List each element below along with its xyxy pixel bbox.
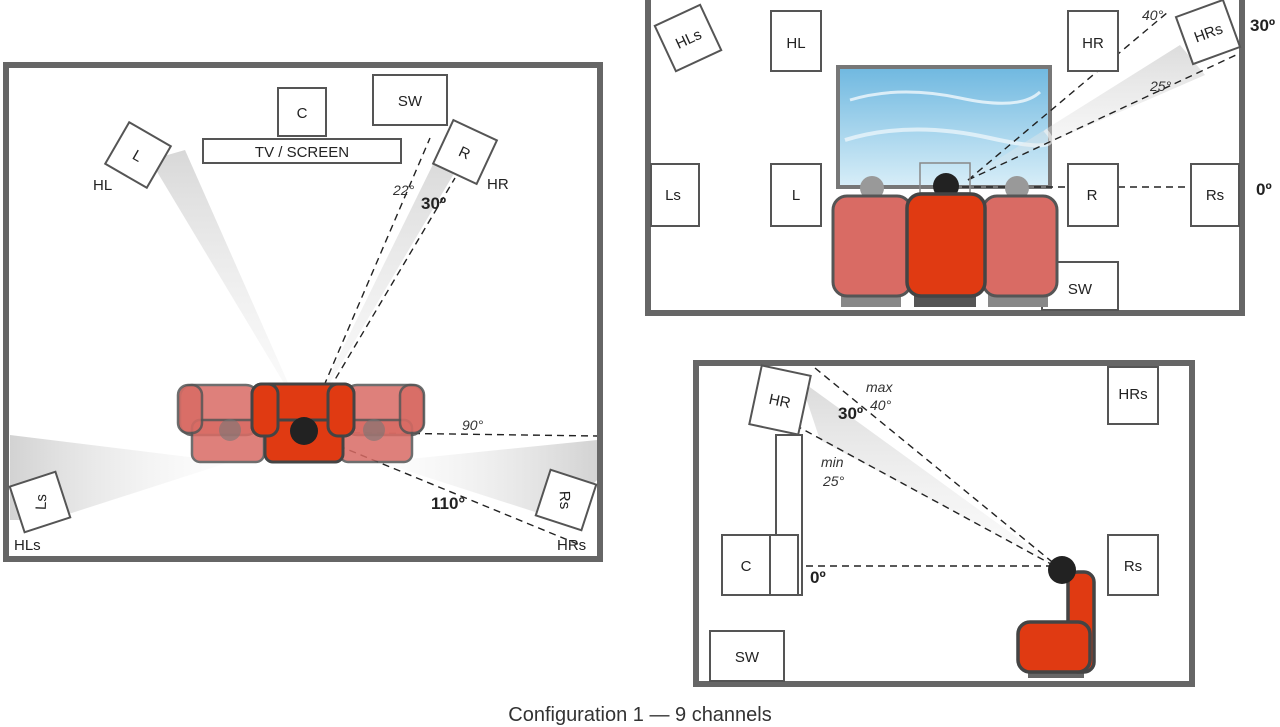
front-speaker-hrs: HRs xyxy=(1174,0,1242,66)
side-angle-min: min xyxy=(821,454,844,470)
side-view: HR HRs C Rs SW 30º max 40° min 25° 0º xyxy=(693,360,1195,687)
front-speaker-r-label: R xyxy=(1087,187,1098,204)
tv-screen-label: TV / SCREEN xyxy=(255,144,349,161)
beam-hl xyxy=(150,150,300,410)
front-speaker-hr xyxy=(1067,10,1119,72)
side-angle-max: max xyxy=(866,379,893,395)
front-speaker-hl xyxy=(770,10,822,72)
front-view: HLs HL HR HRs Ls L R Rs SW xyxy=(645,0,1275,316)
speaker-rs: Rs xyxy=(534,468,598,532)
speaker-sw-label: SW xyxy=(398,93,423,110)
speaker-sw xyxy=(372,74,448,126)
front-angle-0: 0º xyxy=(1256,180,1272,199)
front-line-40 xyxy=(967,11,1169,181)
front-speaker-r xyxy=(1067,163,1119,227)
listener-head-top xyxy=(290,417,318,445)
side-speaker-rs xyxy=(1107,534,1159,596)
angle-22-label: 22° xyxy=(392,182,415,198)
front-speaker-rs xyxy=(1190,163,1240,227)
front-seats xyxy=(831,173,1059,307)
line-22deg xyxy=(304,137,431,431)
sofa-top-view xyxy=(176,382,426,464)
diagram-caption: Configuration 1 — 9 channels xyxy=(508,704,772,726)
side-line-min xyxy=(794,424,1063,571)
angle-110-label: 110° xyxy=(431,494,465,513)
beam-hr xyxy=(305,150,462,425)
speaker-c-label: C xyxy=(297,105,308,122)
front-line-30 xyxy=(967,54,1237,181)
front-speaker-sw-label: SW xyxy=(1068,281,1093,298)
speaker-hr-label: HR xyxy=(487,176,509,193)
top-view: SW C TV / SCREEN L HL R HR Ls HLs Rs HRs xyxy=(3,62,603,562)
speaker-hls-label: HLs xyxy=(14,537,41,554)
speaker-r: R xyxy=(431,118,499,186)
front-speaker-hl-label: HL xyxy=(786,35,805,52)
front-speaker-l-label: L xyxy=(792,187,800,204)
side-speaker-hr-label: HR xyxy=(767,391,792,412)
side-speaker-sw xyxy=(709,630,785,682)
side-speaker-hrs-label: HRs xyxy=(1118,386,1147,403)
side-angle-40: 40° xyxy=(870,397,892,413)
side-angle-25: 25° xyxy=(822,473,845,489)
side-speaker-sw-label: SW xyxy=(735,649,760,666)
side-speaker-c-label: C xyxy=(741,558,752,575)
front-speaker-l xyxy=(770,163,822,227)
speaker-rs-label: Rs xyxy=(556,491,574,510)
front-speaker-ls-label: Ls xyxy=(665,187,681,204)
front-beam-hrs xyxy=(968,45,1205,178)
side-speaker-rs-label: Rs xyxy=(1124,558,1142,575)
front-speaker-rs-label: Rs xyxy=(1206,187,1224,204)
angle-30-label: 30º xyxy=(421,194,446,213)
front-angle-25: 25° xyxy=(1149,78,1172,94)
side-beam-hr xyxy=(800,380,1062,570)
side-angle-0: 0º xyxy=(810,568,826,587)
side-speaker-hrs xyxy=(1107,366,1159,425)
side-angle-30: 30º xyxy=(838,404,863,423)
speaker-hl-label: HL xyxy=(93,177,112,194)
speaker-c xyxy=(277,87,327,137)
front-speaker-hls: HLs xyxy=(653,3,723,73)
speaker-ls: Ls xyxy=(8,470,72,534)
front-speaker-ls xyxy=(650,163,700,227)
front-angle-40: 40° xyxy=(1142,7,1164,23)
front-speaker-hr-label: HR xyxy=(1082,35,1104,52)
side-speaker-c xyxy=(721,534,771,596)
side-line-max xyxy=(814,367,1063,571)
speaker-hrs-label: HRs xyxy=(557,537,586,554)
speaker-l: L xyxy=(103,120,173,190)
speaker-ls-label: Ls xyxy=(33,494,51,510)
angle-90-label: 90° xyxy=(462,417,484,433)
side-listener-head xyxy=(1048,556,1076,584)
front-screen xyxy=(836,65,1052,189)
side-speaker-hr: HR xyxy=(748,364,812,436)
front-angle-30: 30º xyxy=(1250,16,1275,35)
tv-screen xyxy=(202,138,402,164)
side-seat xyxy=(1016,556,1096,678)
